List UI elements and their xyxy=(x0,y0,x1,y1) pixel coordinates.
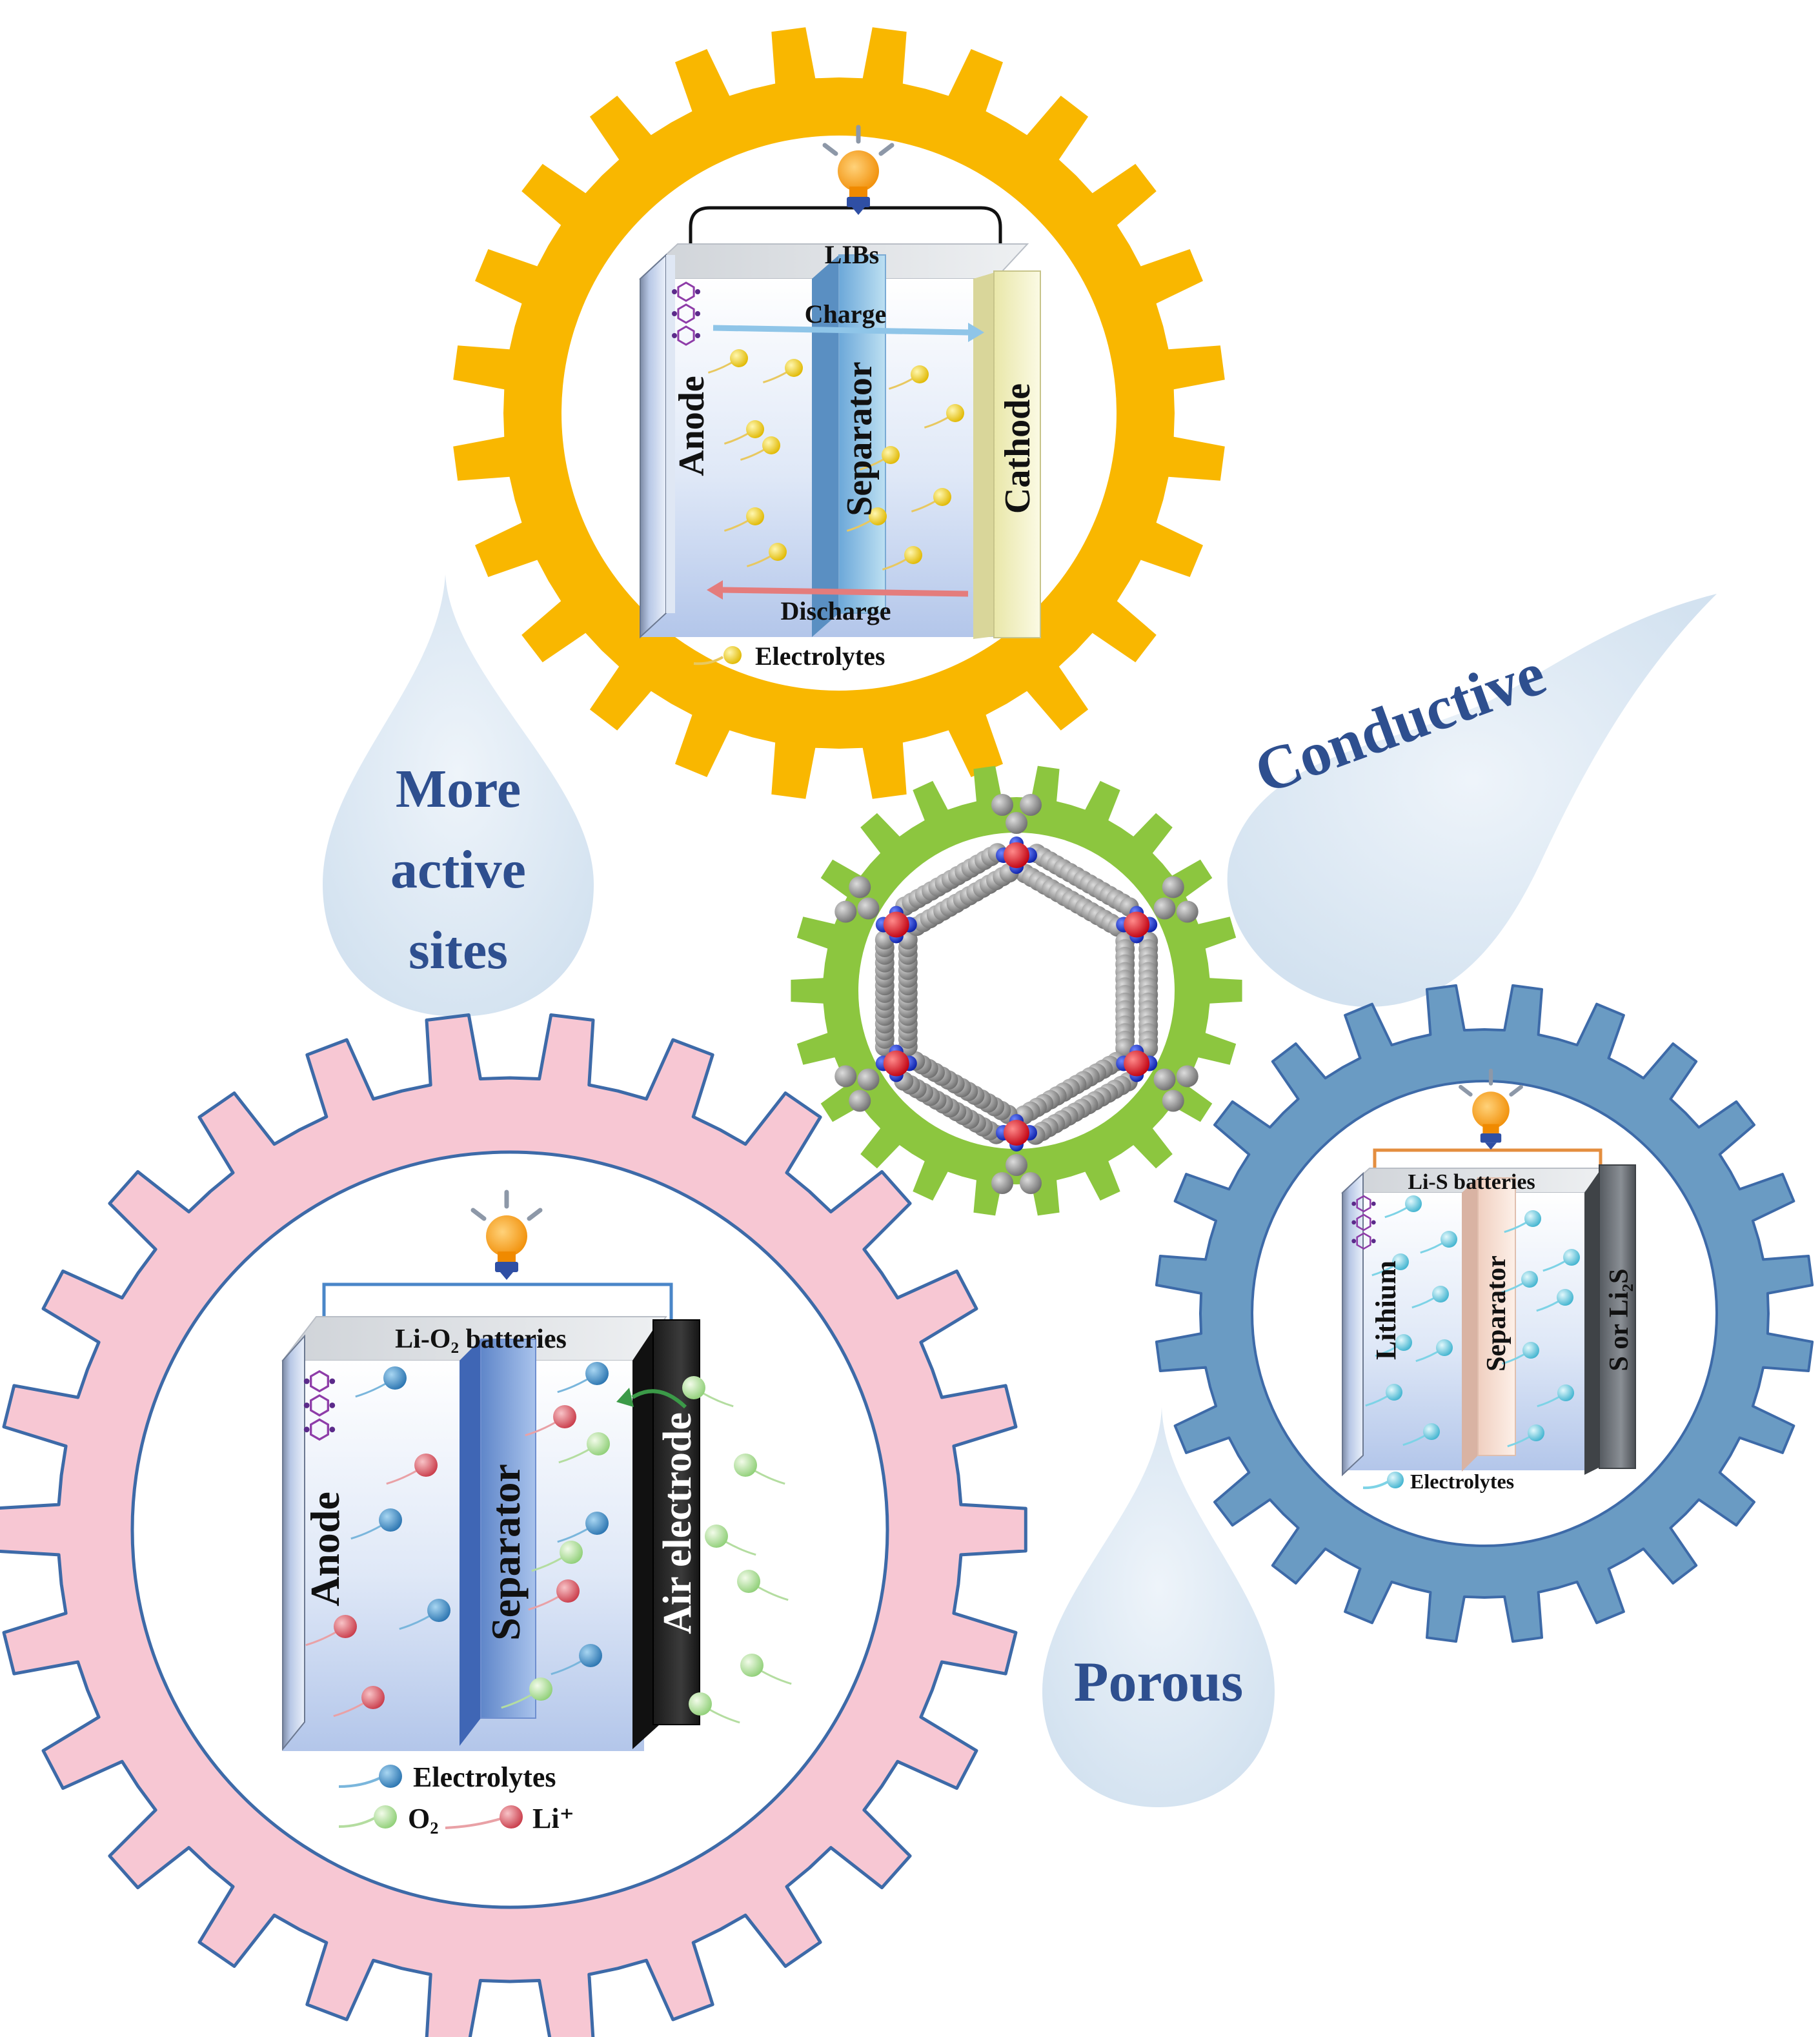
charge-label: Charge xyxy=(805,299,887,329)
libs-anode-label: Anode xyxy=(672,376,712,476)
particles xyxy=(305,1362,792,1724)
molecule-icon xyxy=(303,1370,336,1441)
libs-title: LIBs xyxy=(825,240,880,269)
lio2-legend-li: Li⁺ xyxy=(532,1803,574,1834)
electrolyte-particles xyxy=(1365,1195,1580,1448)
lis-battery-cell: Li-S batteries Lithium Separator S or Li… xyxy=(1340,1068,1636,1493)
more-active-sites-label-3: sites xyxy=(409,920,508,980)
lio2-legend-o2: O₂ xyxy=(408,1803,438,1834)
light-bulb-icon xyxy=(470,1190,543,1280)
lis-title: Li-S batteries xyxy=(1408,1170,1535,1194)
lio2-battery-cell: Li-O₂ batteries Anode Separator Air elec… xyxy=(281,1190,792,1834)
more-active-sites-label-1: More xyxy=(396,759,521,819)
lio2-separator-label: Separator xyxy=(483,1464,529,1641)
oxygen-legend-icon xyxy=(338,1805,397,1829)
libs-legend-text: Electrolytes xyxy=(755,642,885,671)
lis-legend-text: Electrolytes xyxy=(1410,1470,1514,1493)
libs-cathode-label: Cathode xyxy=(998,383,1038,514)
molecule-icon xyxy=(834,794,1198,1194)
speech-drops xyxy=(323,574,1717,1807)
electrolyte-legend-icon xyxy=(1362,1472,1404,1490)
molecule-icon xyxy=(672,281,700,346)
molecule-icon xyxy=(1351,1195,1376,1250)
more-active-sites-label-2: active xyxy=(390,840,526,900)
light-bulb-icon xyxy=(1459,1068,1523,1150)
electrolyte-particles xyxy=(707,349,964,571)
light-bulb-icon xyxy=(822,125,895,215)
lio2-legend-electrolytes: Electrolytes xyxy=(413,1761,556,1793)
lis-anode-label: Lithium xyxy=(1370,1261,1402,1360)
discharge-label: Discharge xyxy=(780,596,891,625)
electrolyte-legend-icon xyxy=(338,1765,402,1788)
lis-cathode-label: S or Li₂S xyxy=(1604,1269,1634,1372)
lis-separator-label: Separator xyxy=(1482,1255,1512,1372)
electrolyte-legend-icon xyxy=(693,646,742,665)
more-active-sites-drop xyxy=(323,574,594,1017)
lio2-electrode-label: Air electrode xyxy=(656,1412,700,1634)
porous-label: Porous xyxy=(1074,1651,1243,1714)
lio2-anode-label: Anode xyxy=(302,1492,348,1606)
libs-separator-label: Separator xyxy=(840,361,880,516)
lio2-title: Li-O₂ batteries xyxy=(395,1324,567,1354)
libs-battery-cell: LIBs Charge Discharge Anode Separator Ca… xyxy=(638,125,1041,671)
lithium-legend-icon xyxy=(445,1805,523,1829)
porous-drop xyxy=(1042,1407,1275,1807)
conductive-drop xyxy=(1227,594,1717,1007)
